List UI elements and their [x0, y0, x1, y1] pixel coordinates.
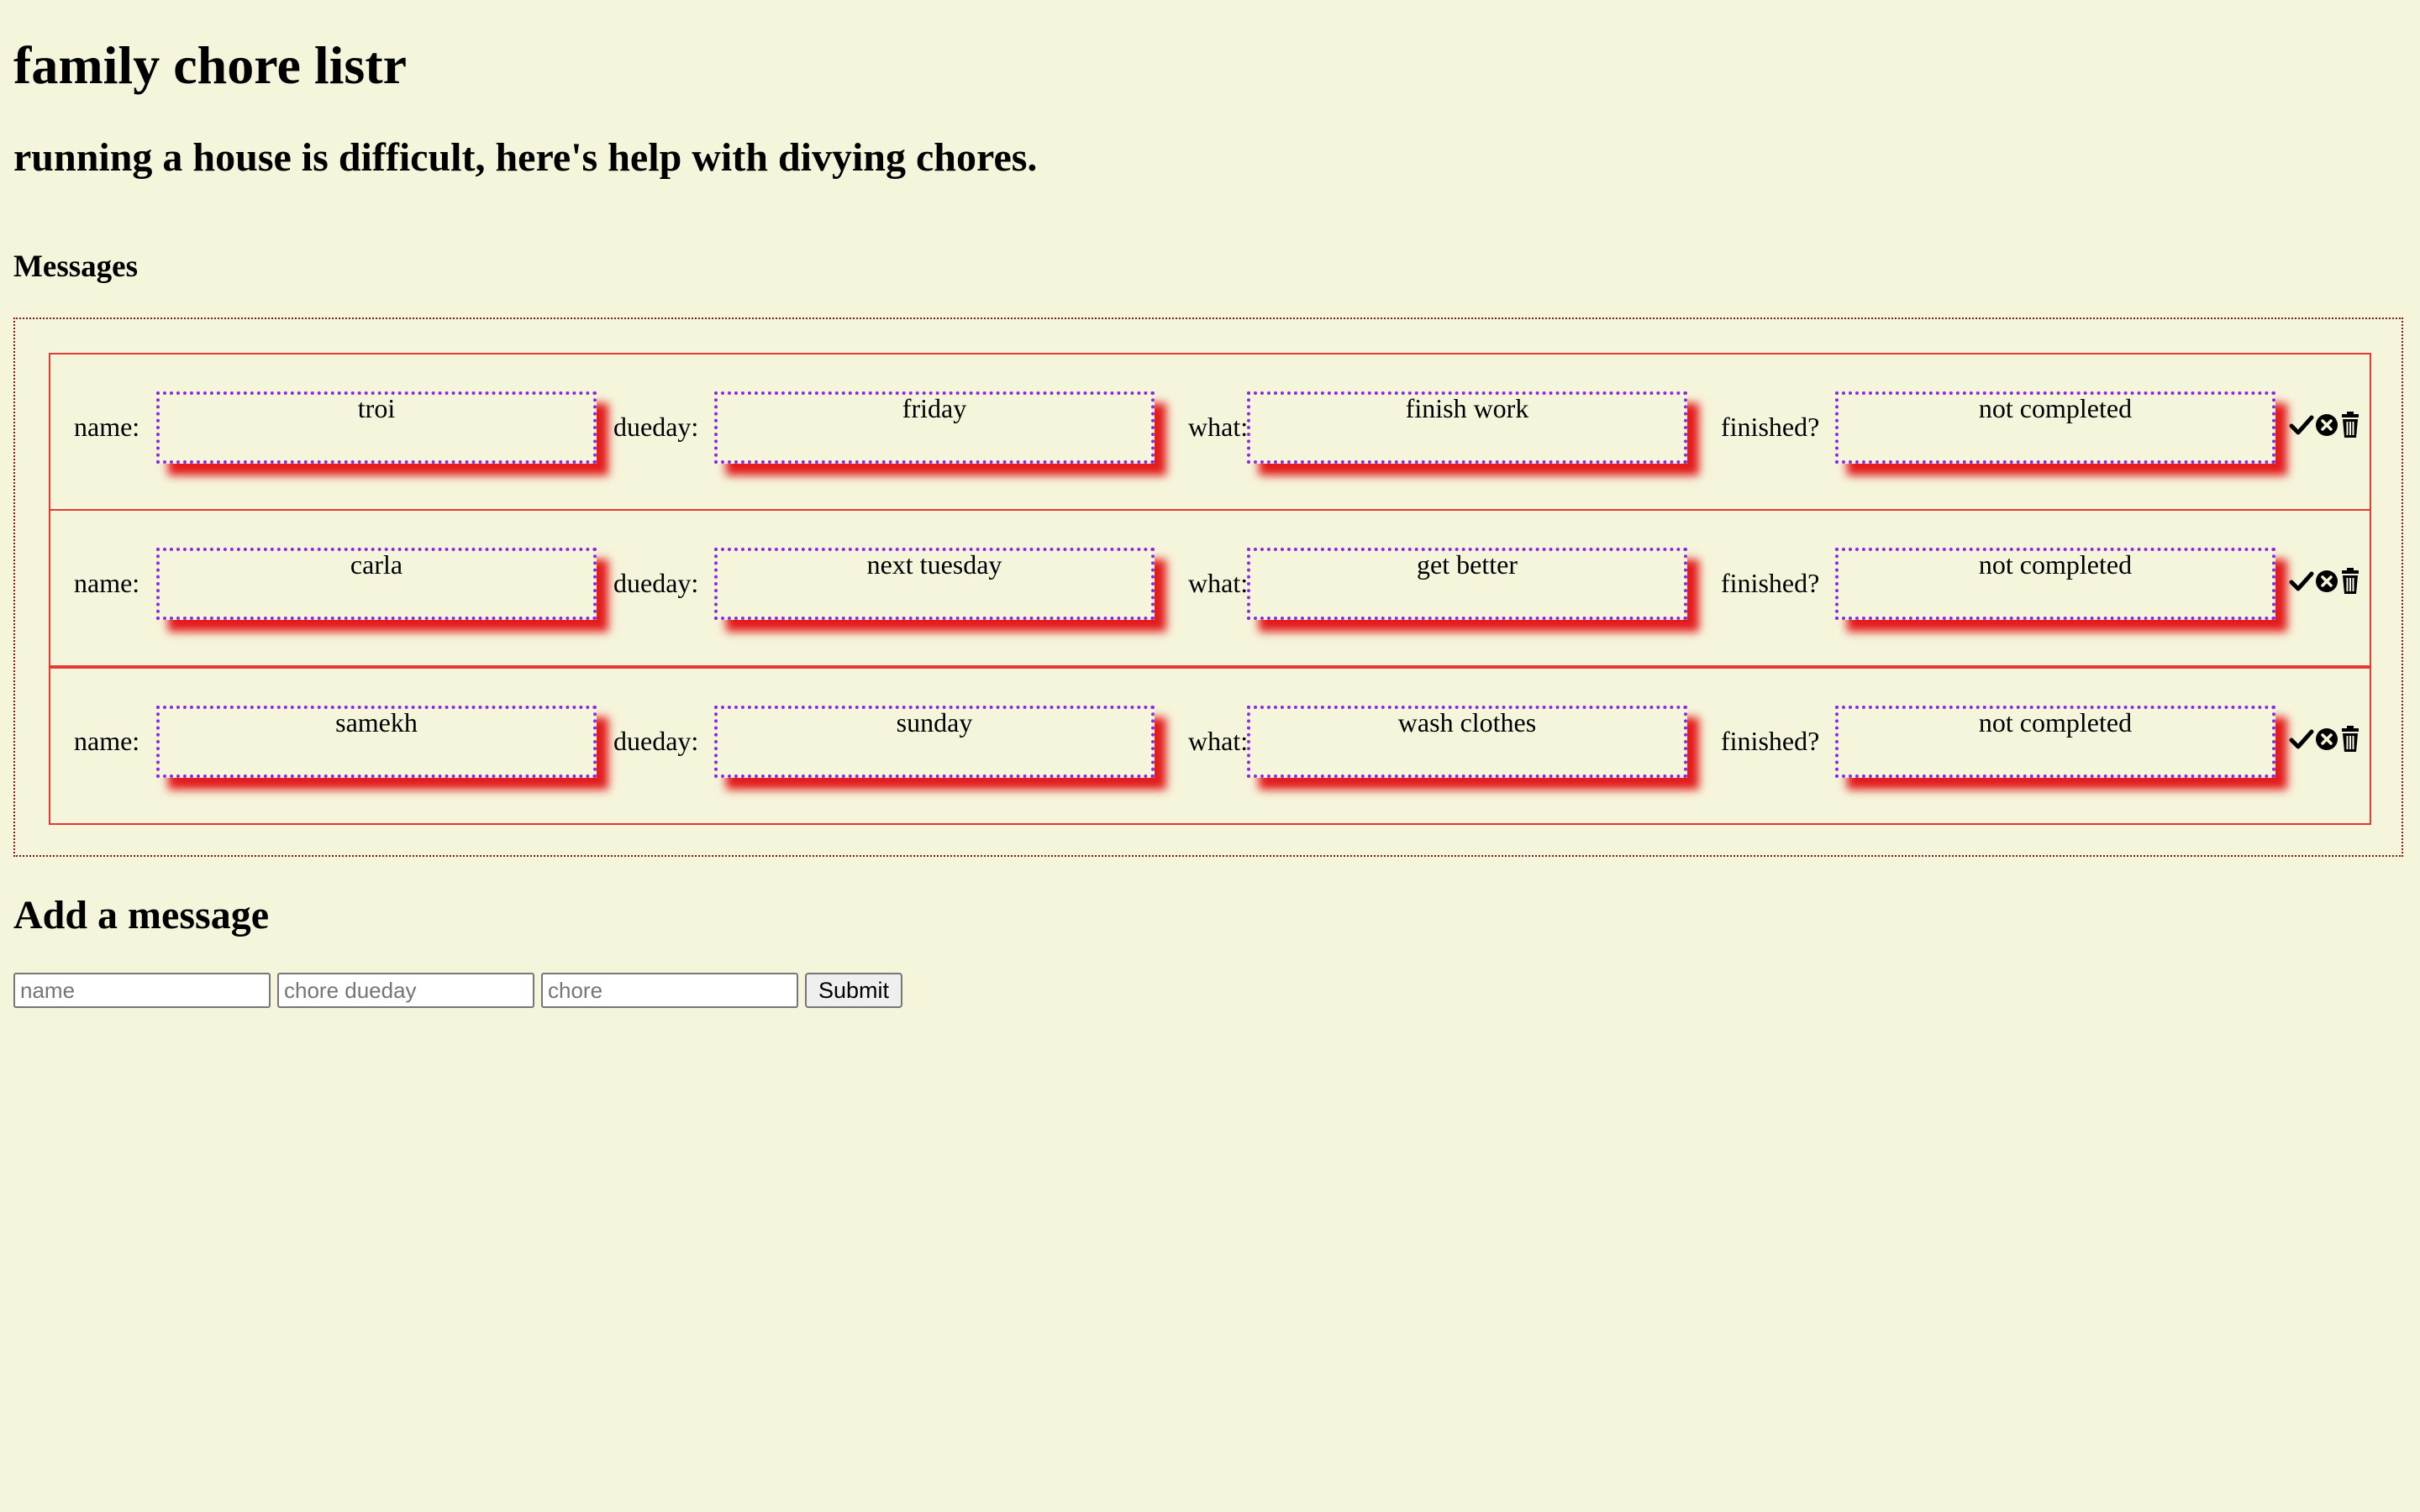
what-value: finish work	[1247, 391, 1687, 464]
chore-input[interactable]	[541, 973, 798, 1008]
row-actions	[2289, 726, 2365, 754]
name-value: carla	[156, 548, 597, 620]
dueday-value: friday	[714, 391, 1155, 464]
times-circle-icon[interactable]	[2314, 568, 2339, 595]
page-subtitle: running a house is difficult, here's hel…	[13, 135, 1038, 180]
what-label: what:	[1188, 412, 1249, 442]
check-icon[interactable]	[2289, 568, 2314, 595]
messages-list: name: troi dueday: friday what: finish w…	[13, 318, 2403, 857]
trash-icon[interactable]	[2338, 412, 2363, 438]
dueday-value: sunday	[714, 706, 1155, 778]
name-value: troi	[156, 391, 597, 464]
finished-value: not completed	[1835, 391, 2275, 464]
row-actions	[2289, 568, 2365, 596]
dueday-label: dueday:	[613, 412, 699, 442]
name-label: name:	[74, 726, 140, 756]
what-value: wash clothes	[1247, 706, 1687, 778]
dueday-value: next tuesday	[714, 548, 1155, 620]
messages-heading: Messages	[13, 249, 138, 284]
submit-button[interactable]: Submit	[805, 973, 902, 1008]
finished-label: finished?	[1721, 412, 1820, 442]
trash-icon[interactable]	[2338, 568, 2363, 595]
finished-label: finished?	[1721, 726, 1820, 756]
name-value: samekh	[156, 706, 597, 778]
trash-icon[interactable]	[2338, 726, 2363, 753]
times-circle-icon[interactable]	[2314, 412, 2339, 438]
page-title: family chore listr	[13, 35, 408, 95]
message-row: name: samekh dueday: sunday what: wash c…	[49, 667, 2371, 825]
finished-value: not completed	[1835, 706, 2275, 778]
finished-label: finished?	[1721, 568, 1820, 598]
chore-dueday-input[interactable]	[277, 973, 534, 1008]
times-circle-icon[interactable]	[2314, 726, 2339, 753]
name-input[interactable]	[13, 973, 271, 1008]
message-row: name: carla dueday: next tuesday what: g…	[49, 509, 2371, 667]
add-message-heading: Add a message	[13, 893, 270, 937]
what-label: what:	[1188, 726, 1249, 756]
dueday-label: dueday:	[613, 568, 699, 598]
row-actions	[2289, 412, 2365, 440]
check-icon[interactable]	[2289, 726, 2314, 753]
what-value: get better	[1247, 548, 1687, 620]
message-row: name: troi dueday: friday what: finish w…	[49, 353, 2371, 511]
check-icon[interactable]	[2289, 412, 2314, 438]
finished-value: not completed	[1835, 548, 2275, 620]
what-label: what:	[1188, 568, 1249, 598]
name-label: name:	[74, 568, 140, 598]
dueday-label: dueday:	[613, 726, 699, 756]
name-label: name:	[74, 412, 140, 442]
